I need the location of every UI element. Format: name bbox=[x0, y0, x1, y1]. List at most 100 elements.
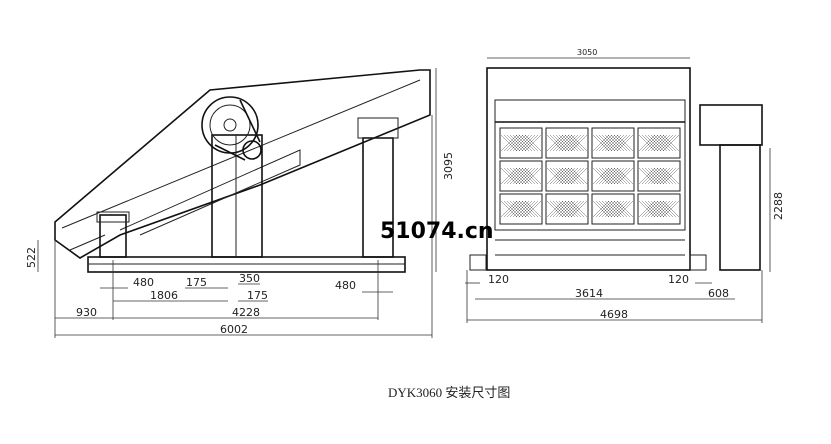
dim-480-right: 480 bbox=[335, 279, 356, 292]
mesh-cell bbox=[499, 193, 543, 225]
mesh-line bbox=[521, 200, 539, 218]
mesh-cell bbox=[637, 193, 681, 225]
mesh-line bbox=[552, 134, 570, 152]
mesh-line bbox=[503, 200, 521, 218]
mesh-line bbox=[604, 134, 622, 152]
mesh-line bbox=[570, 167, 588, 185]
mesh-line bbox=[650, 167, 668, 185]
mesh-cell bbox=[545, 127, 589, 159]
mesh-line bbox=[598, 200, 616, 218]
mesh-line bbox=[662, 200, 680, 218]
mesh-line bbox=[561, 134, 579, 152]
mesh-line bbox=[506, 167, 524, 185]
mesh-line bbox=[558, 200, 576, 218]
mesh-line bbox=[524, 134, 542, 152]
dim-120-left: 120 bbox=[488, 273, 509, 286]
mesh-line bbox=[607, 200, 625, 218]
mesh-line bbox=[518, 134, 536, 152]
mesh-line bbox=[567, 167, 585, 185]
mesh-cell bbox=[499, 127, 543, 159]
mesh-line bbox=[515, 134, 533, 152]
mesh-line bbox=[564, 200, 582, 218]
mesh-line bbox=[647, 200, 665, 218]
mesh-line bbox=[509, 134, 527, 152]
mesh-line bbox=[601, 134, 619, 152]
mesh-line bbox=[601, 167, 619, 185]
screen-mesh bbox=[499, 127, 681, 225]
mesh-line bbox=[613, 200, 631, 218]
mesh-line bbox=[647, 134, 665, 152]
mesh-line bbox=[549, 200, 567, 218]
dim-175-left: 175 bbox=[186, 276, 207, 289]
mesh-line bbox=[653, 167, 671, 185]
mesh-line bbox=[521, 134, 539, 152]
mesh-cell bbox=[637, 127, 681, 159]
mesh-line bbox=[644, 200, 662, 218]
mesh-line bbox=[524, 200, 542, 218]
dim-4228: 4228 bbox=[232, 306, 260, 319]
mesh-cell bbox=[545, 193, 589, 225]
mesh-line bbox=[558, 167, 576, 185]
dim-2288: 2288 bbox=[772, 192, 785, 220]
dim-480-left: 480 bbox=[133, 276, 154, 289]
mesh-line bbox=[616, 134, 634, 152]
mesh-line bbox=[506, 134, 524, 152]
mesh-line bbox=[503, 167, 521, 185]
mesh-line bbox=[518, 200, 536, 218]
mesh-line bbox=[644, 167, 662, 185]
mesh-line bbox=[500, 167, 518, 185]
mesh-line bbox=[546, 200, 564, 218]
mesh-cell bbox=[591, 193, 635, 225]
dim-3614: 3614 bbox=[575, 287, 603, 300]
mesh-line bbox=[650, 134, 668, 152]
mesh-cell bbox=[499, 160, 543, 192]
mesh-cell bbox=[637, 160, 681, 192]
mesh-line bbox=[549, 167, 567, 185]
mesh-line bbox=[567, 134, 585, 152]
dim-6002: 6002 bbox=[220, 323, 248, 336]
end-frame bbox=[486, 67, 691, 271]
mesh-line bbox=[598, 167, 616, 185]
dim-608: 608 bbox=[708, 287, 729, 300]
left-support bbox=[99, 214, 127, 258]
mesh-line bbox=[595, 200, 613, 218]
end-column bbox=[719, 144, 761, 271]
mesh-line bbox=[613, 167, 631, 185]
mesh-line bbox=[506, 200, 524, 218]
mesh-line bbox=[512, 134, 530, 152]
mesh-line bbox=[638, 200, 656, 218]
dim-522: 522 bbox=[25, 247, 38, 268]
mesh-line bbox=[546, 167, 564, 185]
mesh-line bbox=[641, 134, 659, 152]
mesh-line bbox=[616, 167, 634, 185]
mesh-line bbox=[570, 200, 588, 218]
dim-3050: 3050 bbox=[577, 48, 597, 57]
screen-box bbox=[54, 69, 431, 259]
mesh-line bbox=[638, 167, 656, 185]
mesh-line bbox=[659, 200, 677, 218]
mesh-line bbox=[549, 134, 567, 152]
mesh-line bbox=[552, 167, 570, 185]
mesh-line bbox=[610, 134, 628, 152]
mesh-line bbox=[564, 167, 582, 185]
mesh-line bbox=[656, 134, 674, 152]
dim-930: 930 bbox=[76, 306, 97, 319]
mesh-line bbox=[653, 200, 671, 218]
dim-175-right: 175 bbox=[247, 289, 268, 302]
center-column bbox=[211, 134, 263, 258]
side-view: 3095 522 480 175 350 1806 175 480 930 42… bbox=[25, 68, 455, 338]
mesh-line bbox=[592, 167, 610, 185]
mesh-line bbox=[509, 200, 527, 218]
dim-1806: 1806 bbox=[150, 289, 178, 302]
caption: DYK3060 安装尺寸图 bbox=[388, 385, 510, 400]
mesh-line bbox=[552, 200, 570, 218]
mesh-line bbox=[662, 134, 680, 152]
mesh-line bbox=[555, 200, 573, 218]
mesh-line bbox=[524, 167, 542, 185]
mesh-line bbox=[641, 200, 659, 218]
mesh-line bbox=[659, 167, 677, 185]
motor bbox=[699, 104, 763, 146]
mesh-line bbox=[561, 200, 579, 218]
mesh-line bbox=[616, 200, 634, 218]
mesh-line bbox=[650, 200, 668, 218]
